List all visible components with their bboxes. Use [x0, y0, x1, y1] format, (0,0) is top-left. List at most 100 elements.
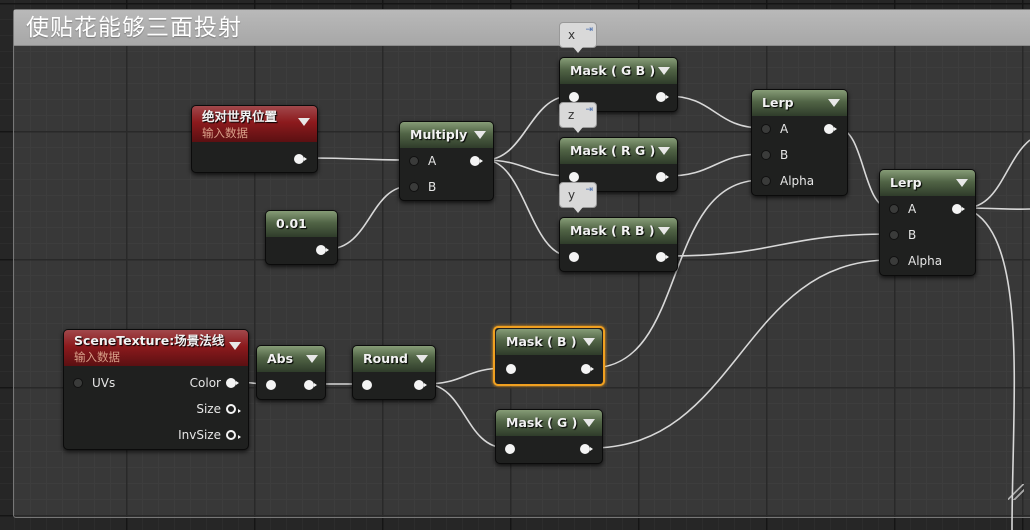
chevron-down-icon[interactable]: [298, 118, 310, 126]
pin-icon: ⇥: [585, 185, 593, 195]
output-pin[interactable]: [316, 245, 329, 255]
pin-label-b: B: [908, 228, 917, 242]
output-pin[interactable]: [580, 444, 593, 454]
param-label: z: [568, 108, 575, 122]
output-pin-color[interactable]: [226, 378, 239, 388]
output-pin[interactable]: [581, 364, 594, 374]
node-title: Mask ( B ): [506, 334, 577, 349]
output-pin[interactable]: [656, 252, 669, 262]
output-pin-invsize[interactable]: [226, 430, 241, 440]
mask-rb-node[interactable]: Mask ( R B ): [559, 217, 678, 272]
param-tooltip-y[interactable]: y ⇥: [559, 182, 597, 213]
node-header: Lerp: [880, 170, 975, 196]
output-pin[interactable]: [824, 124, 837, 134]
param-label: x: [568, 28, 576, 42]
node-title: Abs: [267, 351, 294, 366]
round-node[interactable]: Round: [352, 345, 436, 400]
pin-icon: ⇥: [585, 105, 593, 115]
node-subtitle: 输入数据: [74, 350, 120, 364]
node-title: Round: [363, 351, 408, 366]
input-pin-alpha[interactable]: [889, 256, 899, 266]
comment-title[interactable]: 使贴花能够三面投射: [14, 10, 1030, 46]
input-pin-b[interactable]: [761, 150, 771, 160]
input-pin[interactable]: [569, 252, 579, 262]
pin-label-alpha: Alpha: [780, 174, 815, 188]
chevron-down-icon[interactable]: [474, 131, 486, 139]
chevron-down-icon[interactable]: [828, 99, 840, 107]
wire-worldpos-multiply-a: [309, 157, 411, 161]
node-title: Mask ( G ): [506, 415, 578, 430]
input-pin-a[interactable]: [409, 156, 419, 166]
input-pin-b[interactable]: [409, 182, 419, 192]
input-pin[interactable]: [569, 92, 579, 102]
node-title: 0.01: [276, 216, 307, 231]
chevron-down-icon[interactable]: [658, 147, 670, 155]
input-pin[interactable]: [505, 444, 515, 454]
pin-label-a: A: [780, 122, 789, 136]
pin-label-b: B: [428, 180, 437, 194]
param-tooltip-x[interactable]: x ⇥: [559, 22, 597, 53]
chevron-down-icon[interactable]: [583, 419, 595, 427]
wire-maskg-lerp2-alpha: [590, 259, 891, 449]
input-pin-a[interactable]: [761, 124, 771, 134]
node-header: 0.01: [266, 211, 337, 237]
chevron-down-icon[interactable]: [956, 179, 968, 187]
pin-label-a: A: [428, 154, 437, 168]
output-pin[interactable]: [470, 156, 483, 166]
chevron-down-icon[interactable]: [658, 67, 670, 75]
node-header: Multiply: [400, 122, 493, 148]
mask-g-node[interactable]: Mask ( G ): [495, 409, 603, 464]
node-header: Round: [353, 346, 435, 372]
wire-lerp2-out-down: [964, 207, 1016, 530]
input-pin[interactable]: [569, 172, 579, 182]
pin-label-size: Size: [196, 402, 221, 416]
mask-rg-node[interactable]: Mask ( R G ): [559, 137, 678, 192]
chevron-down-icon[interactable]: [416, 355, 428, 363]
input-pin-alpha[interactable]: [761, 176, 771, 186]
wire-maskrg-lerp1-b: [666, 153, 763, 177]
chevron-down-icon[interactable]: [658, 227, 670, 235]
chevron-down-icon[interactable]: [306, 355, 318, 363]
output-pin[interactable]: [304, 380, 317, 390]
input-pin[interactable]: [266, 380, 276, 390]
node-title: Mask ( R B ): [570, 223, 655, 238]
input-pin-b[interactable]: [889, 230, 899, 240]
output-pin[interactable]: [414, 380, 427, 390]
scene-texture-node[interactable]: SceneTexture:场景法线 输入数据 UVs Color Size In…: [63, 329, 249, 450]
constant-node[interactable]: 0.01: [265, 210, 338, 265]
node-header: Lerp: [752, 90, 847, 116]
multiply-node[interactable]: Multiply A B: [399, 121, 494, 201]
input-pin-a[interactable]: [889, 204, 899, 214]
chevron-down-icon[interactable]: [583, 338, 595, 346]
output-pin[interactable]: [952, 204, 965, 214]
lerp-node-2[interactable]: Lerp A B Alpha: [879, 169, 976, 276]
wire-maskb-lerp1-alpha: [590, 179, 763, 369]
wire-constant-multiply-b: [327, 185, 411, 250]
node-title: 绝对世界位置: [202, 109, 278, 124]
abs-node[interactable]: Abs: [256, 345, 326, 400]
node-header: Mask ( R B ): [560, 218, 677, 244]
output-pin-size[interactable]: [226, 404, 241, 414]
pin-label-invsize: InvSize: [178, 428, 221, 442]
mask-b-node[interactable]: Mask ( B ): [493, 326, 605, 386]
absolute-world-position-node[interactable]: 绝对世界位置 输入数据: [191, 105, 318, 173]
param-tooltip-z[interactable]: z ⇥: [559, 102, 597, 133]
output-pin[interactable]: [294, 154, 307, 164]
input-pin[interactable]: [362, 380, 372, 390]
lerp-node-1[interactable]: Lerp A B Alpha: [751, 89, 848, 196]
chevron-down-icon[interactable]: [229, 342, 241, 350]
pin-icon: ⇥: [585, 25, 593, 35]
output-pin[interactable]: [656, 92, 669, 102]
node-header: Abs: [257, 346, 325, 372]
wire-multiply-maskrb: [484, 159, 571, 257]
node-title: Lerp: [890, 175, 922, 190]
pin-label-b: B: [780, 148, 789, 162]
input-pin[interactable]: [506, 364, 516, 374]
pin-label-color: Color: [189, 376, 221, 390]
input-pin-uvs[interactable]: [73, 378, 83, 388]
output-pin[interactable]: [656, 172, 669, 182]
node-header: Mask ( R G ): [560, 138, 677, 164]
node-title: Multiply: [410, 127, 468, 142]
wire-maskgb-lerp1-a: [666, 95, 763, 129]
wire-multiply-maskgb: [484, 95, 571, 161]
